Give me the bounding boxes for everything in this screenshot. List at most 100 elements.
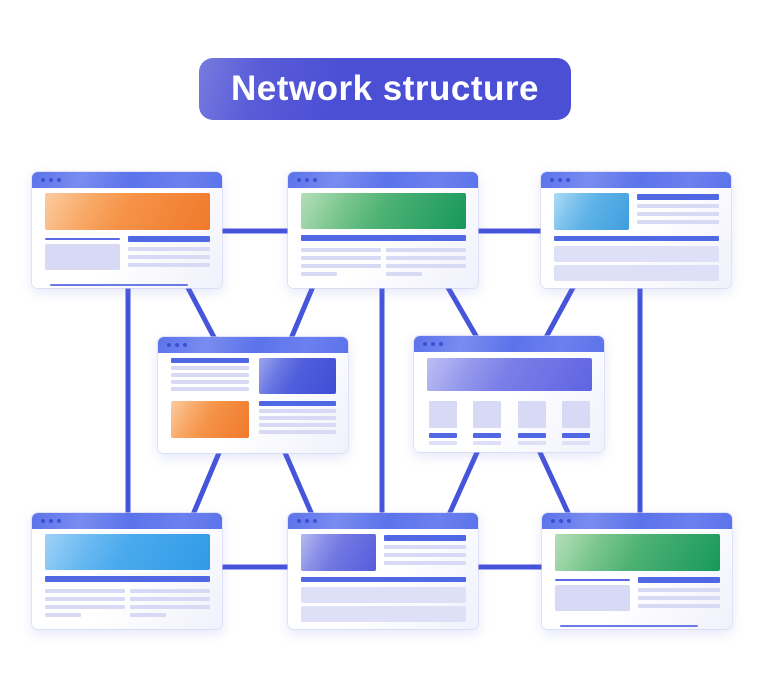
traffic-light-dot: [49, 519, 53, 523]
heading-bar: [301, 235, 466, 241]
text-line-placeholder: [301, 272, 337, 276]
page-title: Network structure: [230, 69, 540, 108]
text-line-placeholder: [386, 272, 422, 276]
window-bottom-left: [32, 513, 222, 629]
browser-titlebar: [414, 336, 604, 352]
product-title-bar: [473, 433, 502, 438]
text-cell: [171, 358, 249, 394]
text-line-placeholder: [45, 589, 125, 593]
browser-titlebar: [32, 513, 222, 529]
title-badge: Network structure: [199, 58, 571, 120]
text-column: [386, 248, 466, 276]
text-cell: [259, 401, 336, 438]
text-line-placeholder: [301, 264, 381, 268]
hero-image-green: [301, 193, 466, 229]
text-line-placeholder: [386, 248, 466, 252]
media-row: [301, 534, 466, 571]
traffic-light-dot: [57, 519, 61, 523]
traffic-light-dot: [550, 178, 554, 182]
text-line-placeholder: [429, 441, 457, 445]
divider-rule: [45, 238, 120, 240]
image-placeholder: [555, 585, 630, 611]
traffic-light-dot: [431, 342, 435, 346]
edge-top-center-middle-left: [287, 281, 317, 344]
browser-titlebar: [288, 172, 478, 188]
text-line-placeholder: [384, 545, 466, 549]
traffic-light-dot: [313, 519, 317, 523]
traffic-light-dot: [305, 519, 309, 523]
browser-titlebar: [32, 172, 222, 188]
window-middle-left: [158, 337, 348, 453]
text-line-placeholder: [130, 597, 210, 601]
traffic-light-dot: [41, 519, 45, 523]
traffic-light-dot: [423, 342, 427, 346]
product-image-placeholder: [473, 401, 502, 428]
page-content: [288, 193, 478, 293]
text-line-placeholder: [386, 256, 466, 260]
product-image-placeholder: [561, 401, 590, 428]
traffic-light-dot: [41, 178, 45, 182]
left-column: [45, 236, 120, 270]
product-card: [429, 401, 457, 445]
product-image-placeholder: [429, 401, 457, 428]
text-column: [130, 589, 210, 617]
text-line-placeholder: [171, 366, 249, 370]
traffic-light-dot: [439, 342, 443, 346]
content-block-placeholder: [554, 246, 719, 262]
text-column: [45, 589, 125, 617]
grid-layout: [171, 358, 336, 438]
traffic-light-dot: [305, 178, 309, 182]
traffic-light-dot: [183, 343, 187, 347]
article-row: [555, 577, 720, 611]
heading-bar: [638, 577, 720, 583]
traffic-light-dot: [57, 178, 61, 182]
text-line-placeholder: [130, 589, 210, 593]
right-column: [638, 577, 720, 611]
page-content: [541, 193, 731, 293]
text-line-placeholder: [171, 373, 249, 377]
text-line-placeholder: [384, 553, 466, 557]
thumbnail-image-sky: [554, 193, 629, 230]
traffic-light-dot: [559, 519, 563, 523]
traffic-light-dot: [175, 343, 179, 347]
product-image-placeholder: [517, 401, 546, 428]
edge-top-center-middle-right: [443, 281, 482, 344]
text-line-placeholder: [259, 409, 336, 413]
heading-bar: [301, 577, 466, 582]
text-line-placeholder: [384, 561, 466, 565]
text-line-placeholder: [561, 441, 590, 445]
traffic-light-dot: [558, 178, 562, 182]
text-line-placeholder: [638, 588, 720, 592]
media-text: [384, 534, 466, 571]
product-card: [561, 401, 590, 445]
heading-bar: [554, 236, 719, 241]
right-column: [128, 236, 210, 270]
footer-rule: [560, 625, 698, 627]
page-content: [32, 193, 222, 293]
text-line-placeholder: [637, 220, 719, 224]
text-column: [301, 248, 381, 276]
page-content: [158, 358, 348, 458]
page-content: [414, 358, 604, 458]
traffic-light-dot: [566, 178, 570, 182]
window-bottom-right: [542, 513, 732, 629]
text-line-placeholder: [259, 430, 336, 434]
browser-titlebar: [542, 513, 732, 529]
page-content: [32, 534, 222, 634]
content-block-placeholder: [301, 587, 466, 603]
left-column: [555, 577, 630, 611]
heading-bar: [45, 576, 210, 582]
page-content: [542, 534, 732, 634]
thumbnail-image-purple: [301, 534, 376, 571]
product-title-bar: [561, 433, 590, 438]
traffic-light-dot: [297, 519, 301, 523]
text-line-placeholder: [171, 380, 249, 384]
text-line-placeholder: [45, 597, 125, 601]
product-title-bar: [429, 433, 457, 438]
window-bottom-center: [288, 513, 478, 629]
traffic-light-dot: [567, 519, 571, 523]
article-row: [45, 236, 210, 270]
heading-bar: [171, 358, 249, 363]
text-line-placeholder: [130, 613, 166, 617]
